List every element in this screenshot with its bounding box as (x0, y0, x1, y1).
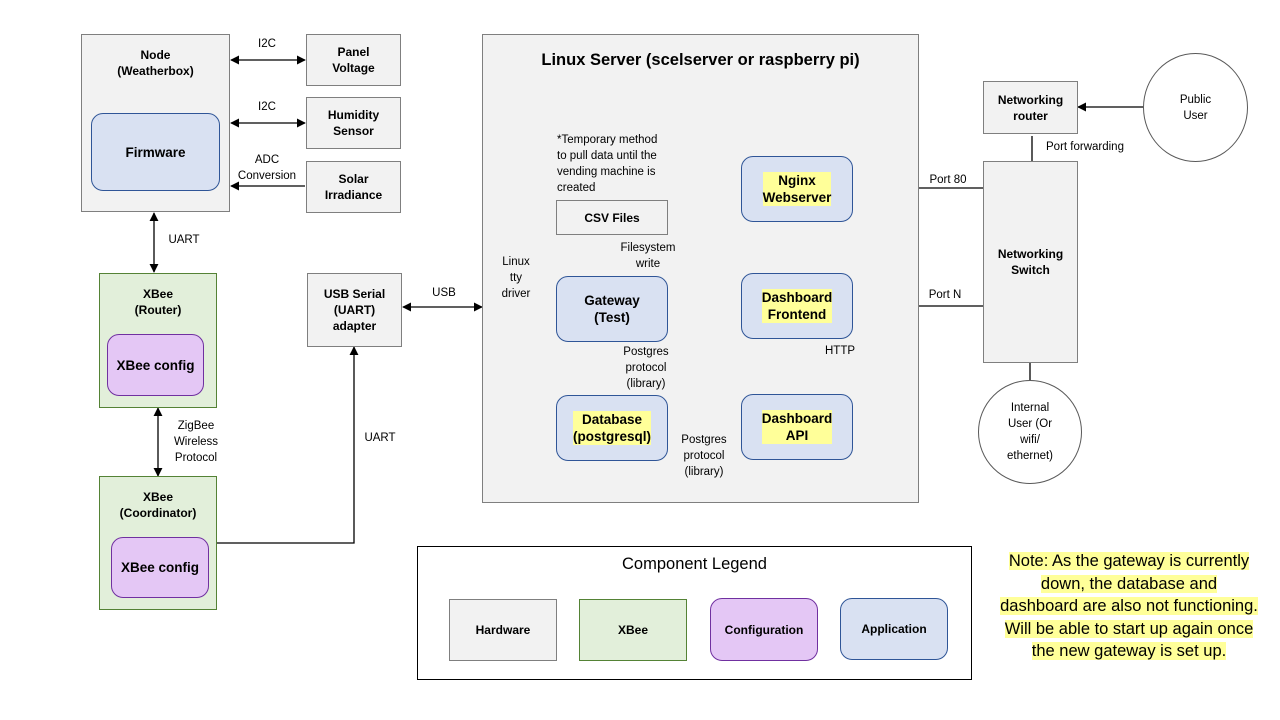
legend-xbee: XBee (579, 599, 687, 661)
dashboard-frontend-label: Dashboard Frontend (761, 289, 833, 323)
label-uart-node: UART (168, 234, 200, 246)
label-port80: Port 80 (929, 174, 967, 186)
solar-irradiance-sensor: Solar Irradiance (306, 161, 401, 213)
xbee-config-coordinator: XBee config (111, 537, 209, 598)
legend-configuration: Configuration (710, 598, 818, 661)
internal-user: Internal User (Or wifi/ ethernet) (978, 380, 1082, 484)
label-postgres-2: Postgres protocol (library) (681, 434, 727, 478)
legend-title: Component Legend (622, 555, 767, 573)
legend-hardware: Hardware (449, 599, 557, 661)
xbee-coordinator-label: XBee (Coordinator) (119, 490, 197, 520)
dashboard-api-label: Dashboard API (761, 410, 833, 444)
firmware-box: Firmware (91, 113, 220, 191)
nginx-label: Nginx Webserver (762, 172, 832, 206)
humidity-sensor: Humidity Sensor (306, 97, 401, 149)
status-note: Note: As the gateway is currently down, … (1000, 550, 1258, 663)
node-label: Node (Weatherbox) (117, 48, 194, 78)
usb-serial-adapter: USB Serial (UART) adapter (307, 273, 402, 347)
status-note-text: Note: As the gateway is currently down, … (1000, 552, 1258, 660)
label-zigbee: ZigBee Wireless Protocol (173, 420, 219, 464)
database-box: Database (postgresql) (556, 395, 668, 461)
label-uart-coordinator: UART (364, 432, 396, 444)
label-linux-tty: Linux tty driver (501, 256, 531, 300)
label-adc: ADC Conversion (237, 154, 297, 182)
csv-files: CSV Files (556, 200, 668, 235)
xbee-config-router: XBee config (107, 334, 204, 396)
gateway-box: Gateway (Test) (556, 276, 668, 342)
label-usb: USB (432, 287, 456, 299)
networking-switch: Networking Switch (983, 161, 1078, 363)
panel-voltage-sensor: Panel Voltage (306, 34, 401, 86)
label-postgres-1: Postgres protocol (library) (623, 346, 669, 390)
dashboard-frontend-box: Dashboard Frontend (741, 273, 853, 339)
label-temporary-note: *Temporary method to pull data until the… (557, 134, 658, 194)
networking-router: Networking router (983, 81, 1078, 134)
label-filesystem: Filesystem write (620, 242, 676, 270)
database-label: Database (postgresql) (572, 411, 651, 445)
label-port-forwarding: Port forwarding (1046, 141, 1124, 153)
uart-coordinator-usb-connector (217, 346, 359, 544)
public-user: Public User (1143, 53, 1248, 162)
server-title: Linux Server (scelserver or raspberry pi… (541, 51, 860, 69)
dashboard-api-box: Dashboard API (741, 394, 853, 460)
label-http: HTTP (824, 345, 856, 357)
label-i2c-1: I2C (258, 38, 276, 50)
component-legend: Component Legend Hardware XBee Configura… (417, 546, 972, 680)
xbee-router-label: XBee (Router) (134, 287, 182, 317)
nginx-webserver-box: Nginx Webserver (741, 156, 853, 222)
label-i2c-2: I2C (258, 101, 276, 113)
legend-application: Application (840, 598, 948, 660)
label-portN: Port N (928, 289, 962, 301)
